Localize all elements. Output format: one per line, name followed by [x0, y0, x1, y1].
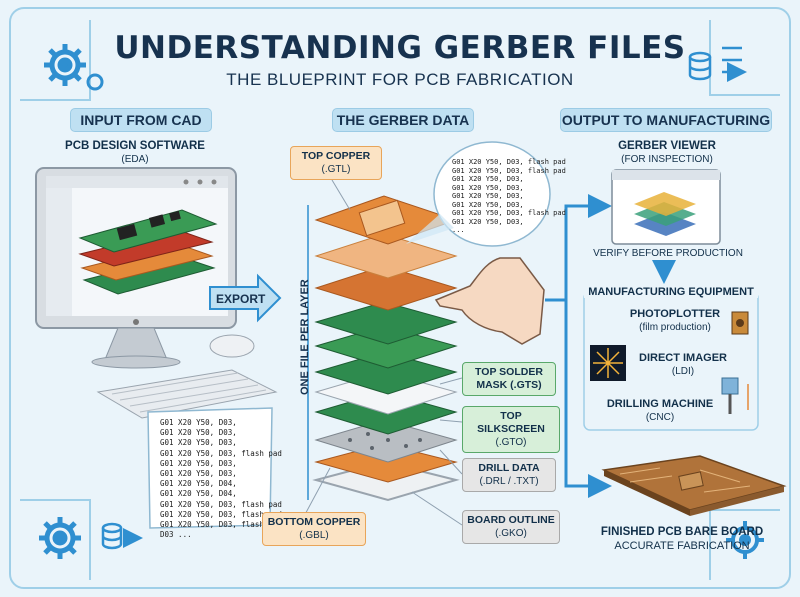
export-label: EXPORT: [216, 292, 266, 306]
tag-board-outline-name: BOARD OUTLINE: [467, 514, 555, 526]
tag-top-solder-mask: TOP SOLDER MASK (.GTS): [462, 362, 556, 396]
tag-drill-data-ext: (.DRL / .TXT): [479, 476, 539, 487]
tag-top-copper-name: TOP COPPER: [301, 150, 371, 162]
pcb-design-software-sub: (EDA): [121, 154, 149, 165]
gear-icon: [726, 521, 764, 559]
verify-before-production: VERIFY BEFORE PRODUCTION: [593, 248, 743, 259]
gerber-viewer-sub: (FOR INSPECTION): [621, 154, 713, 165]
tag-board-outline-ext: (.GKO): [495, 528, 527, 539]
tag-bottom-copper: BOTTOM COPPER (.GBL): [262, 512, 366, 546]
page-subtitle: THE BLUEPRINT FOR PCB FABRICATION: [226, 70, 574, 89]
drilling-machine-label: DRILLING MACHINE: [606, 398, 714, 410]
section-input-from-cad: INPUT FROM CAD: [70, 108, 212, 132]
circuit-frame: [9, 7, 791, 589]
output-arrows: [545, 194, 676, 498]
cad-code-listing: G01 X20 Y50, D03, G01 X20 Y50, D03, G01 …: [160, 418, 282, 540]
tag-board-outline: BOARD OUTLINE (.GKO): [462, 510, 560, 544]
gerber-viewer-window: [611, 169, 721, 245]
laser-burst-icon: [590, 345, 626, 381]
finished-pcb-sub: ACCURATE FABRICATION: [614, 540, 750, 552]
layer-stack: [312, 195, 460, 502]
tag-top-solder-mask-ext: MASK (.GTS): [476, 379, 542, 391]
tag-top-silkscreen-ext: (.GTO): [495, 437, 527, 448]
finished-pcb-label: FINISHED PCB BARE BOARD: [600, 526, 764, 538]
cad-pcb-layers: [78, 209, 218, 295]
pcb-design-software-label: PCB DESIGN SOFTWARE: [65, 140, 205, 152]
tag-bottom-copper-ext: (.GBL): [299, 530, 329, 541]
section-gerber-data: THE GERBER DATA: [332, 108, 474, 132]
gear-icon: [44, 44, 104, 91]
gerber-viewer-label: GERBER VIEWER: [618, 140, 716, 152]
photoplotter-label: PHOTOPLOTTER: [629, 308, 721, 320]
database-icon: [101, 522, 143, 550]
tag-connectors: [301, 179, 463, 526]
photoplotter-sub: (film production): [639, 322, 711, 333]
tag-top-silkscreen: TOP SILKSCREEN (.GTO): [462, 406, 560, 453]
page-title: UNDERSTANDING GERBER FILES: [114, 30, 686, 66]
manufacturing-equipment-label: MANUFACTURING EQUIPMENT: [584, 286, 758, 298]
tag-top-copper-ext: (.GTL): [321, 164, 351, 175]
direct-imager-sub: (LDI): [671, 366, 695, 377]
gear-icon: [39, 517, 81, 559]
one-file-per-layer-label: ONE FILE PER LAYER: [299, 279, 311, 395]
tag-top-solder-mask-name: TOP SOLDER: [475, 366, 543, 378]
mouse: [209, 334, 255, 358]
finished-pcb-board: [601, 455, 787, 516]
tag-top-copper: TOP COPPER (.GTL): [290, 146, 382, 180]
database-icon: [688, 46, 742, 79]
drilling-machine-sub: (CNC): [645, 412, 675, 423]
section-output-manufacturing: OUTPUT TO MANUFACTURING: [560, 108, 772, 132]
gerber-code-listing: G01 X20 Y50, D03, flash pad G01 X20 Y50,…: [452, 158, 566, 234]
keyboard: [96, 369, 278, 419]
drill-icon: [721, 377, 749, 414]
tag-top-silkscreen-name: TOP SILKSCREEN: [477, 410, 545, 435]
tag-drill-data: DRILL DATA (.DRL / .TXT): [462, 458, 556, 492]
hand: [434, 257, 545, 345]
export-arrow: [209, 273, 282, 323]
direct-imager-label: DIRECT IMAGER: [639, 352, 727, 364]
film-roll-icon: [731, 311, 749, 335]
tag-drill-data-name: DRILL DATA: [478, 462, 540, 474]
tag-bottom-copper-name: BOTTOM COPPER: [267, 516, 361, 528]
